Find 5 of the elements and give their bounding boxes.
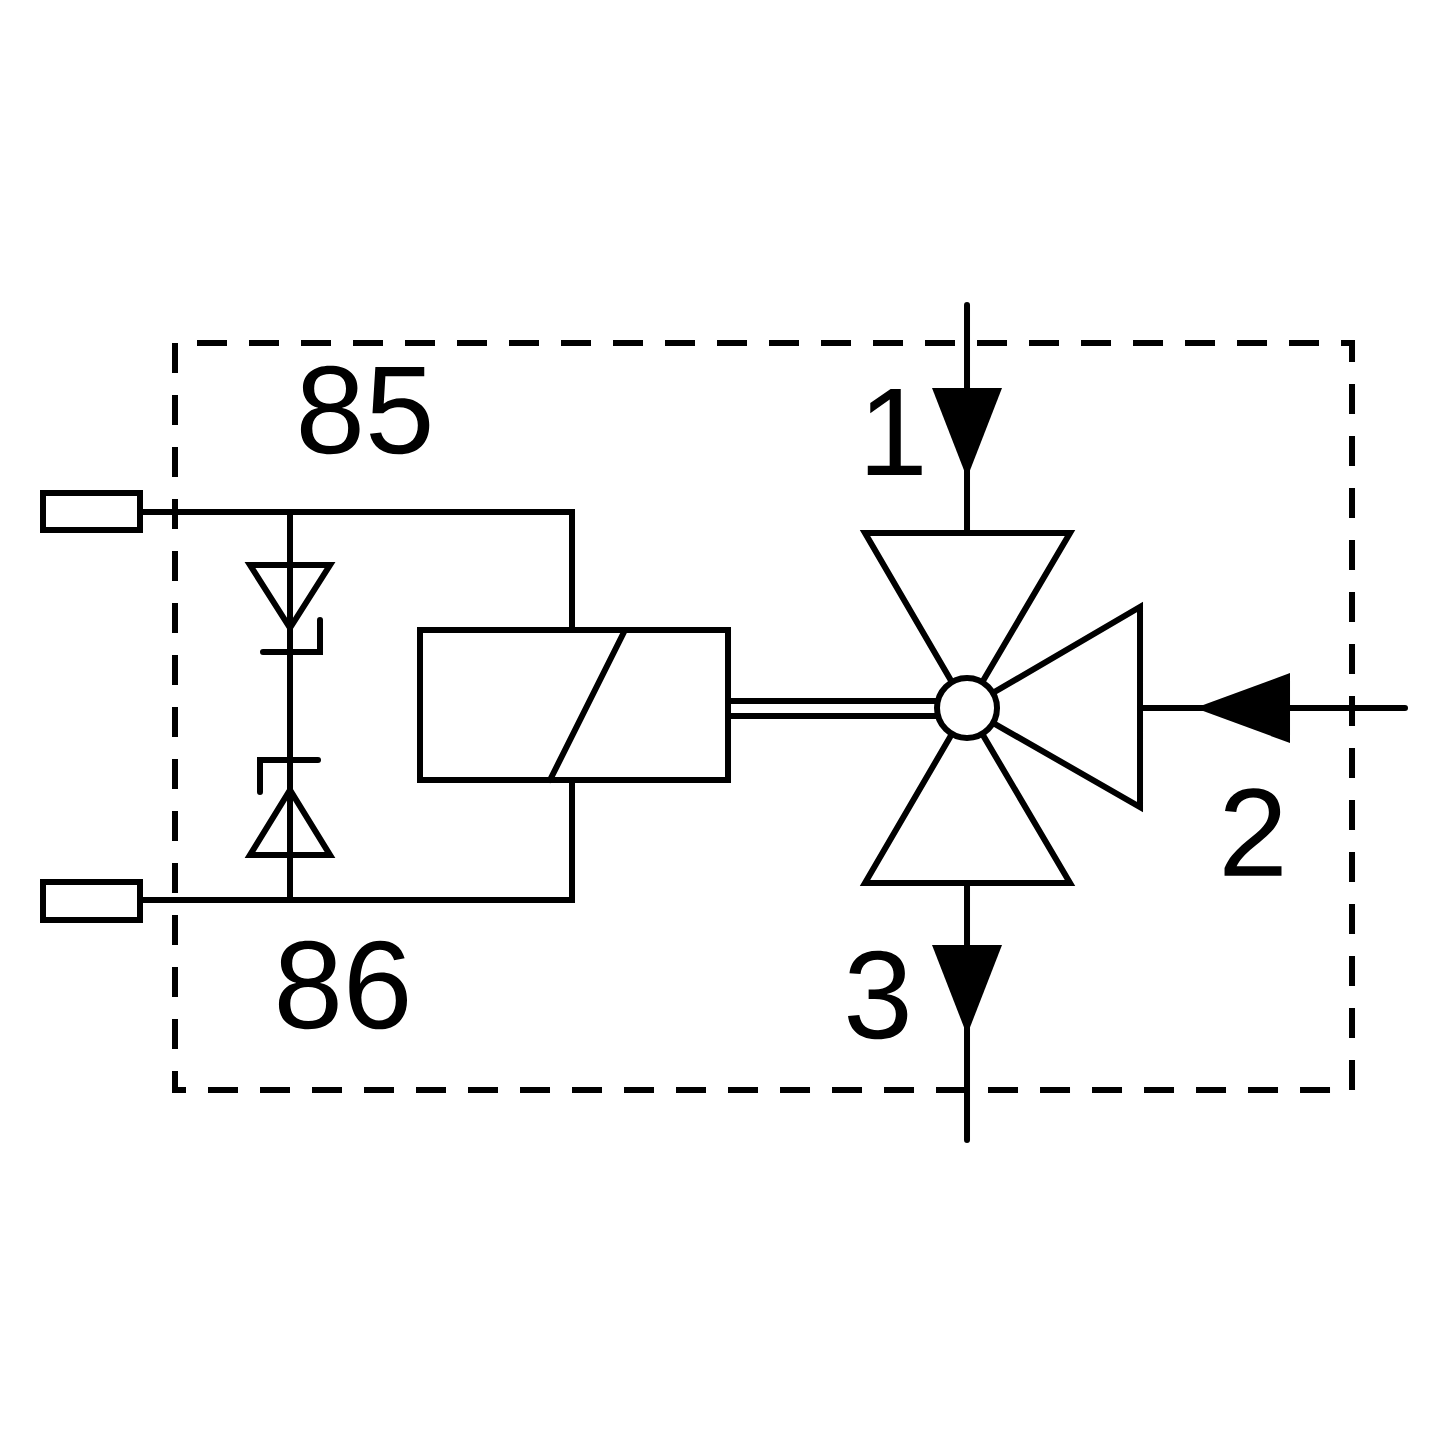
port-number: 3: [848, 950, 908, 1040]
port-number: 86: [278, 940, 407, 1030]
port-number: 2: [1224, 788, 1282, 876]
port-number: 85: [300, 365, 430, 455]
port-number: 1: [867, 389, 922, 475]
